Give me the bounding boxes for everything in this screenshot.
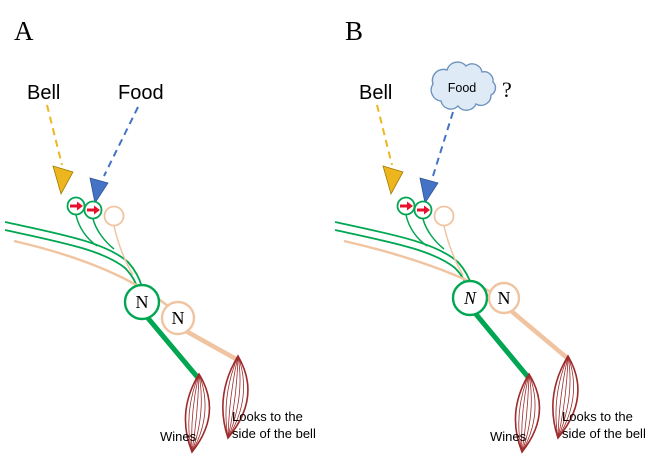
red-arrow-icon-a2 (87, 205, 100, 215)
muscle-vein (191, 373, 200, 453)
motor-neuron-peach-label-a: N (172, 308, 185, 328)
panel-a-letter: A (14, 16, 34, 46)
peach-axon-a (181, 327, 239, 362)
red-arrow-icon-a1 (70, 201, 83, 211)
muscle-vein (191, 373, 206, 453)
food-dashed-line-a (103, 106, 139, 177)
red-arrow-icon-b1 (400, 201, 413, 211)
food-arrowhead-icon-b (419, 177, 439, 205)
muscle-wines-b (514, 372, 541, 454)
muscle-vein (191, 373, 202, 453)
green-fiber-1-b (334, 221, 473, 288)
food-cloud-label-b: Food (448, 81, 477, 95)
motor-neuron-green-label-b: N (463, 288, 477, 308)
muscle-vein (521, 373, 536, 453)
food-cloud-icon-b (430, 61, 497, 111)
green-stem-2-b (422, 218, 445, 250)
food-dashed-line-b (432, 111, 454, 177)
panel-b: B Bell Food ? N N (334, 16, 646, 454)
muscle-look-label-line2-a: side of the bell (232, 426, 316, 441)
bell-arrowhead-icon-b (382, 165, 404, 196)
motor-neuron-green-label-a: N (136, 292, 149, 312)
muscle-vein (227, 355, 239, 439)
peach-axon-b (507, 307, 569, 360)
food-arrowhead-icon-a (89, 177, 109, 205)
muscle-vein (227, 355, 239, 439)
muscle-vein (518, 373, 530, 453)
bell-label-b: Bell (359, 82, 392, 104)
bell-dashed-line-a (46, 104, 63, 166)
small-neuron-peach-a (103, 205, 125, 227)
question-mark-b: ? (502, 77, 512, 102)
muscle-look-label-line1-a: Looks to the (232, 409, 303, 424)
green-stem-1-b (405, 214, 428, 247)
bell-arrowhead-icon-a (52, 165, 74, 196)
bell-dashed-line-b (376, 104, 393, 166)
muscle-vein (521, 373, 530, 453)
muscle-bell-look-a (222, 354, 249, 440)
motor-neuron-green-b (451, 279, 489, 317)
peach-stem-b (443, 225, 464, 276)
small-neuron-peach-b (433, 205, 455, 227)
bell-label-a: Bell (27, 82, 60, 104)
green-stem-2-a (92, 218, 115, 250)
muscle-vein (188, 373, 200, 453)
red-arrow-icon-b2 (417, 205, 430, 215)
food-label-a: Food (118, 82, 164, 104)
muscle-vein (557, 355, 574, 439)
motor-neuron-peach-a (160, 300, 196, 336)
motor-neuron-peach-label-b: N (498, 288, 511, 308)
muscle-look-label-line1-b: Looks to the (562, 409, 633, 424)
green-fiber-1-a (4, 221, 143, 288)
muscle-vein (227, 355, 241, 439)
green-axon-b (472, 310, 531, 380)
muscle-bell-look-b (552, 354, 579, 440)
green-stem-1-a (75, 214, 98, 247)
panel-a: A Bell Food N N (4, 16, 316, 454)
muscle-vein (191, 373, 200, 453)
peach-stem-a (113, 225, 134, 276)
muscle-wines-a (184, 372, 211, 454)
muscle-wines-label-b: Wines (490, 429, 527, 444)
muscle-vein (557, 355, 569, 439)
muscle-vein (557, 355, 569, 439)
motor-neuron-peach-b (487, 281, 521, 315)
muscle-wines-label-a: Wines (160, 429, 197, 444)
panel-b-letter: B (345, 16, 363, 46)
muscle-vein (521, 373, 530, 453)
green-axon-a (144, 314, 202, 382)
muscle-vein (521, 373, 532, 453)
muscle-vein (555, 355, 569, 439)
green-fiber-2-a (4, 229, 139, 291)
muscle-vein (557, 355, 571, 439)
muscle-vein (225, 355, 239, 439)
motor-neuron-green-a (123, 283, 161, 321)
muscle-vein (227, 355, 244, 439)
muscle-look-label-line2-b: side of the bell (562, 426, 646, 441)
